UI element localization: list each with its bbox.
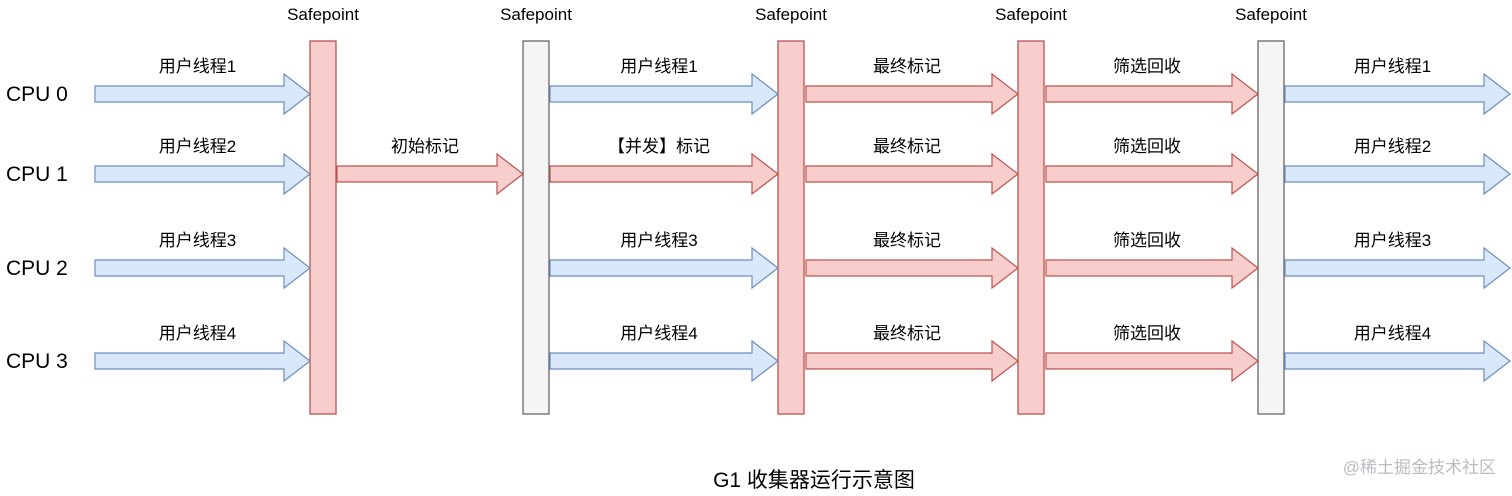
safepoint-bar-2 [777,40,805,415]
arrow-label-after-last-safepoint-cpu0: 用户线程1 [1353,57,1432,76]
arrow-label-live-data-counting-evacuation-cpu0: 筛选回收 [1113,57,1181,76]
arrow-label-before-first-safepoint-cpu3: 用户线程4 [158,324,237,343]
arrow-initial-mark-cpu1 [336,152,524,196]
arrow-concurrent-mark-cpu2 [549,246,779,290]
arrow-label-after-last-safepoint-cpu2: 用户线程3 [1353,231,1432,250]
arrow-label-live-data-counting-evacuation-cpu3: 筛选回收 [1113,324,1181,343]
arrow-label-concurrent-mark-cpu3: 用户线程4 [620,324,698,343]
arrow-final-mark-cpu3 [805,339,1019,383]
arrow-live-data-counting-evacuation-cpu0 [1045,72,1259,116]
safepoint-bar-0 [309,40,337,415]
watermark: @稀土掘金技术社区 [1342,458,1496,477]
arrow-label-before-first-safepoint-cpu0: 用户线程1 [158,57,237,76]
safepoint-bar-1 [522,40,550,415]
arrow-final-mark-cpu2 [805,246,1019,290]
arrow-label-after-last-safepoint-cpu1: 用户线程2 [1353,137,1432,156]
arrow-label-final-mark-cpu2: 最终标记 [873,231,941,250]
arrow-before-first-safepoint-cpu1 [94,152,311,196]
cpu-label-1: CPU 1 [6,163,68,186]
arrow-after-last-safepoint-cpu2 [1284,246,1511,290]
cpu-label-3: CPU 3 [6,350,68,373]
arrow-concurrent-mark-cpu1 [549,152,779,196]
safepoint-bar-3 [1017,40,1045,415]
diagram-caption: G1 收集器运行示意图 [713,469,915,492]
arrow-label-final-mark-cpu1: 最终标记 [873,137,941,156]
arrow-live-data-counting-evacuation-cpu2 [1045,246,1259,290]
safepoint-label-4: Safepoint [1235,5,1307,24]
arrow-final-mark-cpu1 [805,152,1019,196]
arrow-label-final-mark-cpu3: 最终标记 [873,324,941,343]
cpu-label-0: CPU 0 [6,83,68,106]
arrow-concurrent-mark-cpu3 [549,339,779,383]
arrow-label-concurrent-mark-cpu0: 用户线程1 [620,57,698,76]
arrow-before-first-safepoint-cpu2 [94,246,311,290]
arrow-label-concurrent-mark-cpu2: 用户线程3 [620,231,698,250]
arrow-label-before-first-safepoint-cpu1: 用户线程2 [158,137,237,156]
arrow-live-data-counting-evacuation-cpu3 [1045,339,1259,383]
arrow-concurrent-mark-cpu0 [549,72,779,116]
safepoint-bar-4 [1257,40,1285,415]
arrow-label-live-data-counting-evacuation-cpu2: 筛选回收 [1113,231,1181,250]
safepoint-label-3: Safepoint [995,5,1067,24]
arrow-after-last-safepoint-cpu3 [1284,339,1511,383]
arrow-label-live-data-counting-evacuation-cpu1: 筛选回收 [1113,137,1181,156]
arrow-label-after-last-safepoint-cpu3: 用户线程4 [1353,324,1432,343]
safepoint-label-1: Safepoint [500,5,572,24]
arrow-after-last-safepoint-cpu1 [1284,152,1511,196]
arrow-label-initial-mark-cpu1: 初始标记 [391,137,459,156]
arrow-label-final-mark-cpu0: 最终标记 [873,57,941,76]
arrow-label-concurrent-mark-cpu1: 【并发】标记 [608,137,710,156]
arrow-before-first-safepoint-cpu0 [94,72,311,116]
arrow-label-before-first-safepoint-cpu2: 用户线程3 [158,231,237,250]
arrow-final-mark-cpu0 [805,72,1019,116]
arrow-after-last-safepoint-cpu0 [1284,72,1511,116]
safepoint-label-2: Safepoint [755,5,827,24]
safepoint-label-0: Safepoint [287,5,359,24]
arrow-before-first-safepoint-cpu3 [94,339,311,383]
arrow-live-data-counting-evacuation-cpu1 [1045,152,1259,196]
cpu-label-2: CPU 2 [6,257,68,280]
